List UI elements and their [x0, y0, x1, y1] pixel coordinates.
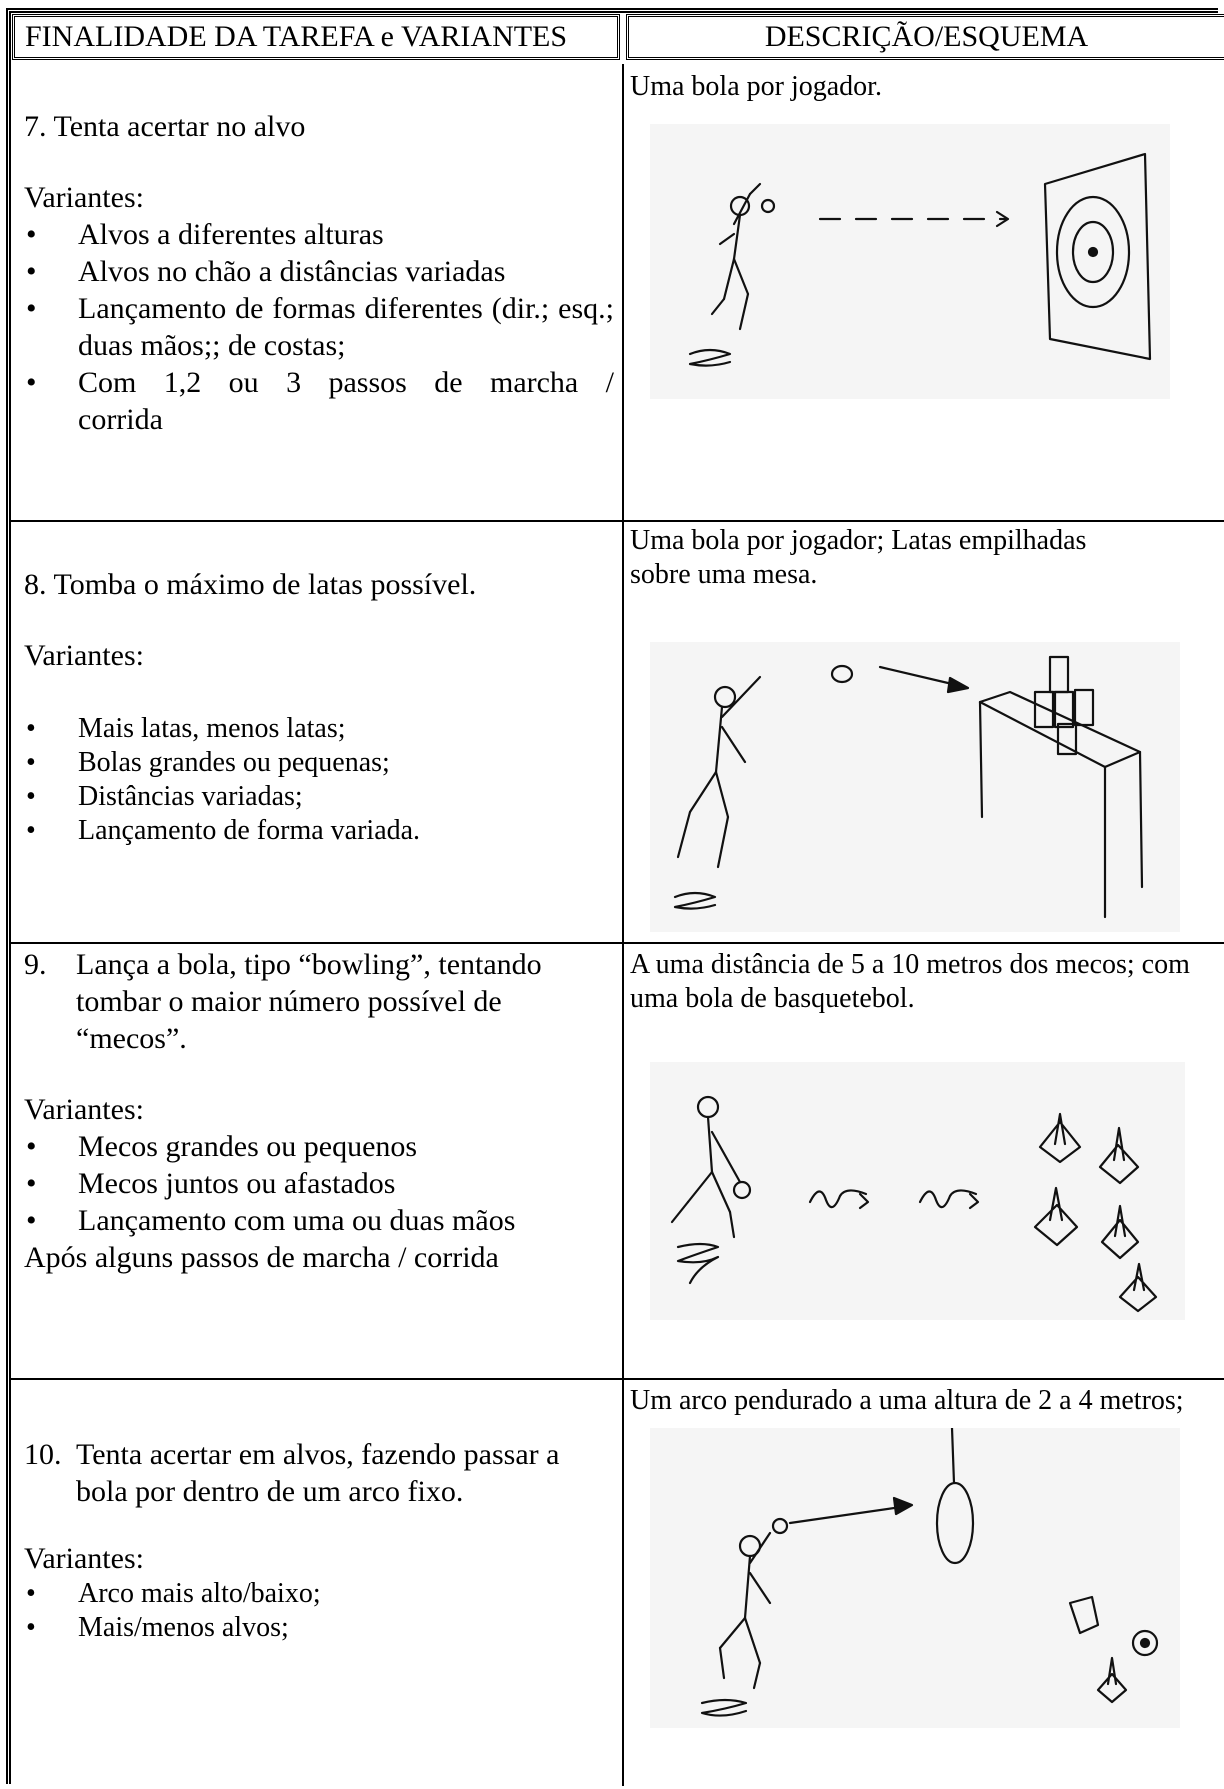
list-item: Mais/menos alvos;: [24, 1611, 614, 1645]
header-task-variants: FINALIDADE DA TAREFA e VARIANTES: [12, 14, 620, 60]
variants-list: Mais latas, menos latas; Bolas grandes o…: [24, 712, 614, 848]
list-item: Com 1,2 ou 3 passos de marcha / corrida: [24, 364, 614, 438]
description-cell-8: Uma bola por jogador; Latas empilhadas s…: [630, 524, 1150, 592]
description-cell-9: A uma distância de 5 a 10 metros dos mec…: [630, 948, 1220, 1016]
task-cell-8: 8. Tomba o máximo de latas possível. Var…: [24, 566, 614, 848]
table-frame: [6, 8, 1218, 1784]
description-text: Uma bola por jogador.: [630, 71, 882, 102]
task-cell-7: 7. Tenta acertar no alvo Variantes: Alvo…: [24, 108, 614, 438]
variants-label: Variantes:: [24, 181, 144, 214]
list-item: Lançamento com uma ou duas mãos: [24, 1202, 614, 1239]
description-cell-10: Um arco pendurado a uma altura de 2 a 4 …: [630, 1384, 1220, 1418]
variants-list: Alvos a diferentes alturas Alvos no chão…: [24, 216, 614, 438]
task-title: 8. Tomba o máximo de latas possível.: [24, 568, 477, 601]
variants-label: Variantes:: [24, 639, 144, 672]
task-cell-9: 9.Lança a bola, tipo “bowling”, tentando…: [24, 946, 614, 1276]
variants-label: Variantes:: [24, 1542, 144, 1575]
description-text: Um arco pendurado a uma altura de 2 a 4 …: [630, 1385, 1184, 1416]
list-item: Distâncias variadas;: [24, 780, 614, 814]
list-item: Lançamento de forma variada.: [24, 814, 614, 848]
description-text: Uma bola por jogador; Latas empilhadas s…: [630, 525, 1087, 590]
list-item: Bolas grandes ou pequenas;: [24, 746, 614, 780]
list-item: Mecos grandes ou pequenos: [24, 1128, 614, 1165]
list-item: Lançamento de formas diferentes (dir.; e…: [24, 290, 614, 364]
list-item: Arco mais alto/baixo;: [24, 1577, 614, 1611]
description-cell-7: Uma bola por jogador.: [630, 70, 1220, 104]
task-title: 9.Lança a bola, tipo “bowling”, tentando…: [24, 948, 542, 1055]
description-text: A uma distância de 5 a 10 metros dos mec…: [630, 949, 1190, 1014]
task-cell-10: 10.Tenta acertar em alvos, fazendo passa…: [24, 1436, 614, 1645]
row-divider: [10, 1378, 1224, 1380]
task-title: 10.Tenta acertar em alvos, fazendo passa…: [24, 1438, 560, 1508]
hoop-targets-sketch: [650, 1428, 1180, 1728]
list-item: Mecos juntos ou afastados: [24, 1165, 614, 1202]
list-item: Alvos no chão a distâncias variadas: [24, 253, 614, 290]
row-divider: [10, 520, 1224, 522]
variants-list: Mecos grandes ou pequenos Mecos juntos o…: [24, 1128, 614, 1239]
task-title: 7. Tenta acertar no alvo: [24, 110, 306, 143]
target-throw-sketch: [650, 124, 1170, 399]
task-number: 9.: [24, 948, 47, 981]
bowling-cones-sketch: [650, 1062, 1185, 1320]
header-description-scheme: DESCRIÇÃO/ESQUEMA: [626, 14, 1224, 60]
row-divider: [10, 942, 1224, 944]
column-divider: [622, 64, 624, 1786]
cans-on-table-sketch: [650, 642, 1180, 932]
list-item: Mais latas, menos latas;: [24, 712, 614, 746]
extra-variant: Após alguns passos de marcha / corrida: [24, 1241, 499, 1274]
task-number: 10.: [24, 1438, 62, 1471]
variants-label: Variantes:: [24, 1093, 144, 1126]
variants-list: Arco mais alto/baixo; Mais/menos alvos;: [24, 1577, 614, 1645]
list-item: Alvos a diferentes alturas: [24, 216, 614, 253]
